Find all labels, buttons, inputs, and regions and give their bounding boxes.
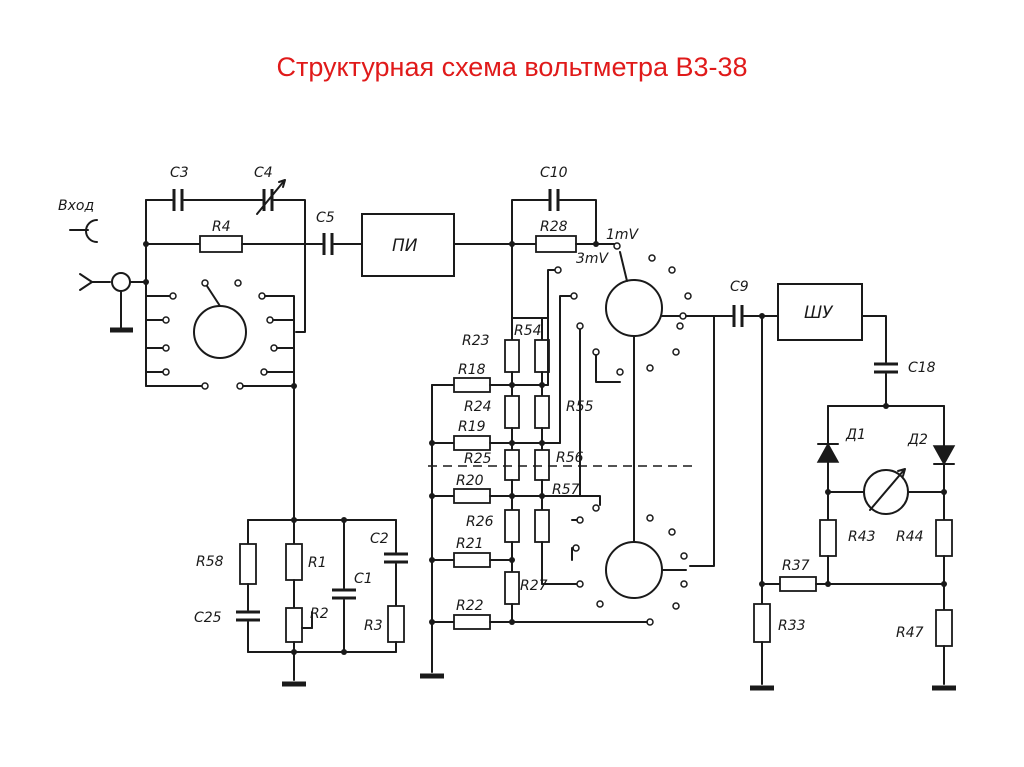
shu-input <box>713 305 781 691</box>
c9-label: C9 <box>730 279 749 295</box>
r47-label: R47 <box>896 625 924 641</box>
r19-label: R19 <box>458 419 486 435</box>
d2-label: Д2 <box>907 432 928 448</box>
r33-label: R33 <box>778 618 806 634</box>
input-label: Вход <box>58 198 94 214</box>
detector-meter-network <box>779 315 956 691</box>
r56-label: R56 <box>556 450 584 466</box>
r37-label: R37 <box>782 558 810 574</box>
r44-label: R44 <box>896 529 924 545</box>
r22-label: R22 <box>456 598 484 614</box>
r43-label: R43 <box>848 529 876 545</box>
feedback-network <box>453 189 621 319</box>
r54-label: R54 <box>514 323 542 339</box>
r26-label: R26 <box>466 514 494 530</box>
c2-label: C2 <box>370 531 389 547</box>
shu-block <box>777 283 863 341</box>
upper-range-switch <box>554 251 715 567</box>
shu-block-label: ШУ <box>804 303 834 323</box>
r4-label: R4 <box>212 219 231 235</box>
divider-network <box>236 509 408 687</box>
c18-label: C18 <box>908 360 936 376</box>
c4-label: C4 <box>254 165 273 181</box>
range-divider-ladder <box>420 269 621 679</box>
r28-label: R28 <box>540 219 568 235</box>
r57-label: R57 <box>552 482 580 498</box>
input-attenuator-switch <box>143 241 297 511</box>
range-1mv-label: 1mV <box>606 227 640 243</box>
lower-range-switch <box>571 465 688 626</box>
c1-label: C1 <box>354 571 373 587</box>
r20-label: R20 <box>456 473 484 489</box>
pi-block <box>361 213 455 277</box>
page-title: Структурная схема вольтметра В3-38 <box>276 52 748 82</box>
input-connector <box>69 219 147 333</box>
r27-label: R27 <box>520 578 548 594</box>
c10-label: C10 <box>540 165 568 181</box>
d1-label: Д1 <box>845 427 866 443</box>
pi-block-label: ПИ <box>392 236 418 256</box>
c3-label: C3 <box>170 165 189 181</box>
r18-label: R18 <box>458 362 486 378</box>
c25-label: C25 <box>194 610 222 626</box>
r24-label: R24 <box>464 399 492 415</box>
r23-label: R23 <box>462 333 490 349</box>
r21-label: R21 <box>456 536 484 552</box>
r58-label: R58 <box>196 554 224 570</box>
r1-label: R1 <box>308 555 327 571</box>
c5-label: C5 <box>316 210 335 226</box>
r2-label: R2 <box>310 606 329 622</box>
range-3mv-label: 3mV <box>576 251 610 267</box>
r25-label: R25 <box>464 451 492 467</box>
r3-label: R3 <box>364 618 383 634</box>
r55-label: R55 <box>566 399 594 415</box>
input-network <box>145 179 363 387</box>
